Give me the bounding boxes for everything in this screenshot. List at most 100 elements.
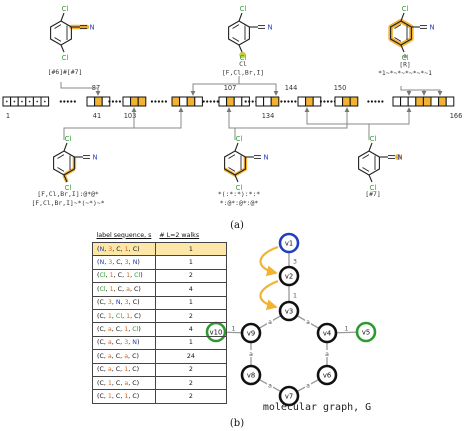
walk-count-cell: 2: [154, 362, 227, 377]
edge-label-bg: [292, 257, 298, 265]
nitrogen-label: N: [429, 24, 434, 32]
ellipsis-dot: [209, 100, 212, 103]
edge-label-bg: [230, 324, 237, 332]
sequence-token: C: [116, 259, 121, 267]
top-substructures: ClClN[#6]#[#7]ClClNCl[F,Cl,Br,I]ClClNa[R…: [48, 5, 435, 77]
walk-count-cell: 1: [154, 255, 227, 270]
sequence-token: C: [132, 379, 137, 387]
sequence-token: 1: [124, 326, 129, 334]
nitrogen-label: N: [267, 24, 272, 32]
smarts-pattern-line: *1~*~*~*~*~*~1: [378, 69, 432, 77]
table-row: (N, 3, C, 3, N)1: [92, 255, 227, 270]
edge-label: a: [268, 383, 272, 390]
table-row: (Cl, 1, C, 1, Cl)2: [92, 268, 227, 284]
bit-off: [233, 96, 243, 107]
table-row: (C, a, C, 1, C)2: [92, 362, 227, 377]
sequence-token: 3: [108, 245, 113, 253]
sequence-token: a: [124, 379, 129, 387]
edge-label-bg: [305, 381, 311, 389]
sequence-token: 3: [124, 339, 129, 347]
ellipsis-dot: [73, 100, 76, 103]
smarts-pattern-line: *:@*:@*:@*: [220, 199, 259, 207]
sequence-token: C: [99, 352, 104, 360]
sequence-token: N: [132, 339, 137, 347]
bit-position-label: 107: [224, 84, 237, 92]
ellipsis-dot: [108, 100, 111, 103]
bit-on: [305, 96, 314, 107]
edge-label-bg: [267, 318, 273, 325]
table-row: (Cl, 1, C, a, C)4: [92, 282, 227, 297]
bit-off: [312, 96, 322, 107]
chlorine-label: Cl: [62, 5, 69, 13]
table-row: (C, 1, C, 1, C)2: [92, 389, 227, 404]
smarts-pattern-line: [#6]#[#7]: [48, 68, 83, 76]
bit-off: [334, 96, 344, 107]
ellipsis-dot: [370, 100, 373, 103]
label-sequence-cell: (C, 3, N, 3, C): [92, 295, 156, 310]
walk-count-cell: 2: [154, 308, 227, 324]
ellipsis-dot: [216, 100, 219, 103]
chlorine-label: Cl: [402, 5, 409, 13]
nitrogen-label: N: [89, 24, 94, 32]
ellipsis-dot: [326, 100, 329, 103]
sequence-token: 1: [126, 272, 131, 280]
sequence-token: C: [132, 352, 137, 360]
table-row: (C, 1, Cl, 1, C)2: [92, 308, 227, 324]
ellipsis-dot: [248, 100, 251, 103]
nitrogen-label: N: [263, 154, 268, 162]
sequence-token: C: [132, 366, 137, 374]
sequence-token: a: [107, 326, 112, 334]
bit-position-label: 41: [93, 112, 101, 120]
connector-bottom-0b: [134, 107, 184, 129]
ellipsis-dot: [323, 100, 326, 103]
bit-off: [255, 96, 265, 107]
walk-count-cell: 1: [154, 241, 227, 257]
chlorine-label: Cl: [236, 135, 243, 143]
ellipsis-dot: [150, 100, 153, 103]
sequence-token: 3: [124, 299, 129, 307]
label-sequence-cell: (Cl, 1, C, a, C): [92, 282, 156, 297]
ellipsis-dot: [280, 100, 283, 103]
label-sequence-cell: (C, 1, Cl, 1, C): [92, 308, 156, 324]
column-header-count: # L=2 walks: [159, 231, 200, 239]
column-header-sequence: label sequence, s: [96, 231, 152, 239]
label-sequence-cell: (C, a, C, a, C): [92, 349, 156, 364]
edge-label-bg: [267, 381, 273, 389]
sequence-token: C: [99, 392, 104, 400]
edge-label: a: [306, 319, 310, 326]
label-sequence-cell: (N, 3, C, 3, N): [92, 255, 156, 270]
sequence-token: C: [134, 312, 139, 320]
sequence-token: 1: [124, 366, 129, 374]
walk-count-cell: 2: [154, 375, 227, 391]
caption-a: (a): [230, 220, 244, 231]
graph-node-label: v7: [285, 392, 293, 400]
sequence-token: 1: [107, 392, 112, 400]
bit-off: [407, 96, 417, 107]
edge-label: 1: [345, 326, 349, 333]
bottom-substructures: ClClN[F,Cl,Br,I]:@*@*[F,Cl,Br,I]~*(~*)~*…: [31, 135, 402, 207]
ellipsis-dot: [157, 100, 160, 103]
smarts-pattern-line: Cl: [239, 60, 247, 68]
edge-label: a: [306, 383, 310, 390]
ellipsis-dot: [377, 100, 380, 103]
ellipsis-dot: [59, 100, 62, 103]
sequence-token: Cl: [115, 312, 123, 320]
sequence-token: N: [99, 259, 105, 267]
sequence-token: 1: [109, 272, 114, 280]
edge-label: 1: [232, 326, 236, 333]
bit-dot: [5, 100, 8, 103]
bit-off: [86, 96, 96, 107]
bit-group: [255, 96, 280, 107]
ellipsis-dot: [202, 100, 205, 103]
sequence-token: C: [99, 379, 104, 387]
connector-top-1b: [239, 83, 279, 96]
bit-on: [186, 96, 196, 107]
bit-on: [342, 96, 351, 107]
graph-node: [316, 322, 338, 344]
graph-node-label: v9: [247, 329, 255, 337]
sequence-token: C: [115, 392, 121, 400]
